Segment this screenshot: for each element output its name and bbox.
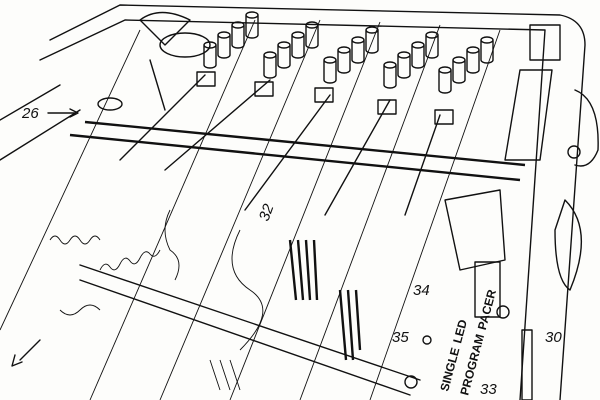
cylinder	[397, 51, 411, 79]
cylinder	[277, 41, 291, 69]
label-33: 33	[480, 381, 497, 398]
sensor-arms	[69, 11, 526, 216]
cylinder	[337, 46, 351, 74]
label-26: 26	[21, 105, 39, 122]
cylinder	[305, 21, 319, 49]
cylinder	[323, 56, 337, 84]
panel-label-led: LED	[450, 318, 470, 345]
cylinder	[466, 46, 480, 74]
screw-icon	[496, 305, 510, 319]
label-30: 30	[545, 329, 562, 346]
cylinder	[425, 31, 439, 59]
cylinder	[365, 26, 379, 54]
cylinder	[351, 36, 365, 64]
knob-icon	[567, 145, 581, 159]
cylinder	[217, 31, 231, 59]
cylinder-array	[203, 11, 494, 94]
label-35: 35	[392, 329, 409, 346]
cylinder	[452, 56, 466, 84]
cylinder	[263, 51, 277, 79]
lane-dividers	[0, 19, 501, 400]
screw-icon	[404, 375, 418, 389]
chart-traces	[49, 209, 362, 391]
cylinder	[480, 36, 494, 64]
arrow	[19, 339, 41, 361]
label-34: 34	[413, 282, 430, 299]
panel-label-pacer: PACER	[475, 288, 499, 332]
cylinder	[383, 61, 397, 89]
control-panel	[11, 108, 510, 396]
label-32: 32	[256, 201, 278, 223]
indicator-led	[422, 335, 432, 345]
case-corner-box	[529, 24, 561, 61]
cylinder	[411, 41, 425, 69]
cylinder	[438, 66, 452, 94]
cylinder	[245, 11, 259, 39]
roller-icon	[97, 97, 123, 111]
case-outline	[0, 4, 599, 400]
cylinder	[231, 21, 245, 49]
cylinder	[291, 31, 305, 59]
